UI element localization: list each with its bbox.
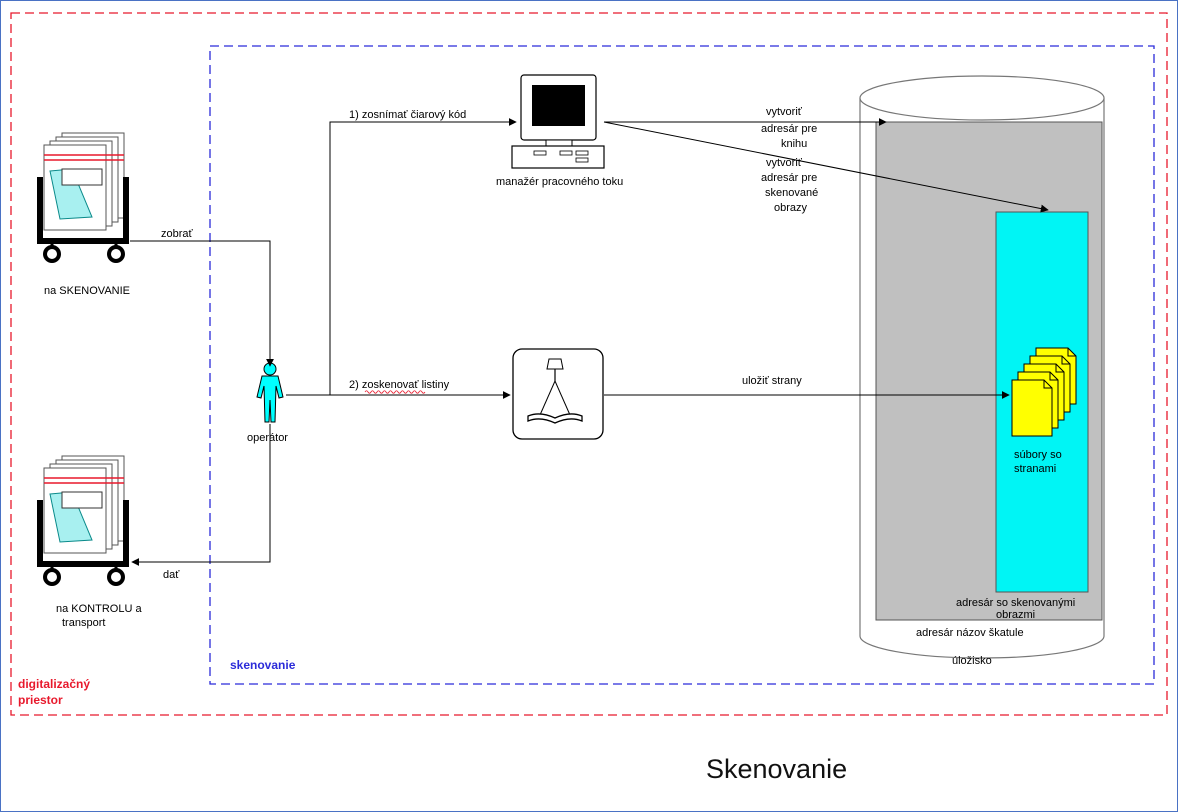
scan-folder-label-2: obrazmi xyxy=(996,609,1035,621)
scanning-zone xyxy=(209,45,1155,685)
image-dir-label-3: skenované xyxy=(765,187,818,199)
image-dir-label-2: adresár pre xyxy=(761,172,817,184)
image-dir-label-4: obrazy xyxy=(774,202,808,214)
cart-to-control-icon xyxy=(40,456,126,584)
box-folder-label: adresár názov škatule xyxy=(916,627,1024,639)
cart-out-label-1: na KONTROLU a xyxy=(56,603,142,615)
outer-zone-label-2: priestor xyxy=(18,693,63,707)
give-label: dať xyxy=(163,569,180,581)
scan-label: 2) zoskenovať listiny xyxy=(349,379,450,391)
cart-in-label: na SKENOVANIE xyxy=(44,285,130,297)
digitalization-room-zone xyxy=(10,12,1168,716)
operator-label: operátor xyxy=(247,432,288,444)
book-dir-label-3: knihu xyxy=(781,138,807,150)
storage-label: úložisko xyxy=(952,655,992,667)
take-label: zobrať xyxy=(161,228,194,240)
scan-folder-label-1: adresár so skenovanými xyxy=(956,597,1075,609)
outer-zone-label-1: digitalizačný xyxy=(18,677,90,691)
slide-title: Skenovanie xyxy=(706,754,847,784)
inner-zone-label: skenovanie xyxy=(230,658,296,672)
book-scanner-icon xyxy=(512,348,604,440)
book-dir-label-1: vytvoriť xyxy=(766,106,803,118)
book-dir-label-2: adresár pre xyxy=(761,123,817,135)
page-files-label-2: stranami xyxy=(1014,463,1056,475)
workstation-computer-icon xyxy=(511,74,605,169)
spellcheck-underline xyxy=(364,390,426,394)
workstation-label: manažér pracovného toku xyxy=(496,176,623,188)
give-connector xyxy=(131,424,271,566)
cart-out-label-2: transport xyxy=(62,617,105,629)
page-files-label-1: súbory so xyxy=(1014,449,1062,461)
image-dir-label-1: vytvoriť xyxy=(766,157,803,169)
barcode-label: 1) zosnímať čiarový kód xyxy=(349,109,466,121)
image-dir-connector xyxy=(603,121,1049,213)
take-connector xyxy=(130,240,274,367)
cart-to-scanning-icon xyxy=(40,133,126,261)
save-pages-label: uložiť strany xyxy=(742,375,802,387)
